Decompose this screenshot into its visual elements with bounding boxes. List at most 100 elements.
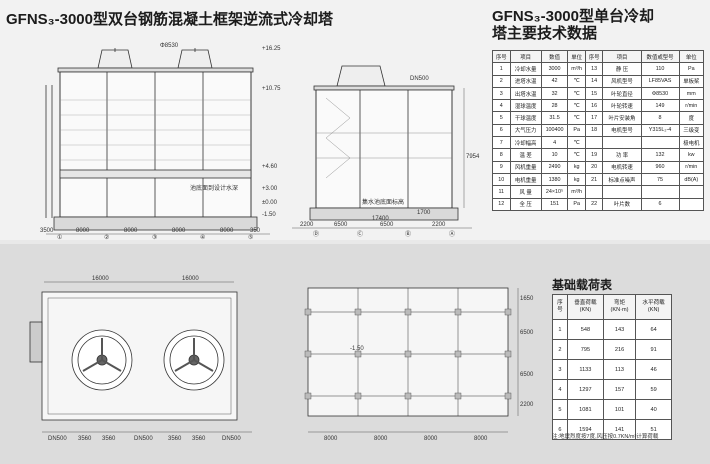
load-row-cell: 795 [566, 339, 604, 360]
spec-row-cell: 28 [540, 99, 569, 113]
spec-row-cell: 14 [584, 74, 604, 88]
spec-row-cell: 3000 [540, 62, 569, 76]
spec-row-cell: 151 [540, 197, 569, 211]
load-row-cell: 2 [552, 339, 568, 360]
spec-row-cell [584, 136, 604, 150]
total-width-label: 17400 [372, 216, 389, 222]
spec-row-cell: Pa [678, 62, 705, 76]
spec-row-cell: dB(A) [678, 172, 705, 187]
dimension-label: 6500 [380, 222, 394, 228]
level-label: ±0.00 [262, 200, 278, 206]
spec-row-cell: 9 [492, 160, 511, 174]
spec-row-cell: 温 差 [509, 148, 542, 162]
spec-row-cell: 15 [584, 86, 604, 101]
spec-row-cell: 21 [584, 172, 604, 187]
spec-header-cell: 序号 [492, 49, 511, 64]
load-row-cell: 64 [635, 319, 672, 340]
spec-row-cell: mm [678, 86, 705, 101]
spec-row-cell: 17 [584, 111, 604, 125]
spec-row-cell: 24×10⁵ [540, 185, 569, 199]
spec-header-cell: 序号 [584, 49, 604, 64]
spec-title-line1: GFNS₃-3000型单台冷却 [492, 8, 654, 25]
spec-row-cell: ℃ [567, 74, 586, 88]
level-label: -1.50 [262, 212, 276, 218]
axis-marker: ③ [152, 234, 157, 240]
spec-row-cell: kw [678, 148, 705, 162]
spec-row-cell: 42 [540, 74, 569, 88]
axis-marker: Ⓒ [357, 230, 363, 238]
spec-row-cell: 电机重量 [509, 172, 542, 187]
load-row-cell: 51 [635, 419, 672, 440]
load-row-cell: 91 [635, 339, 672, 360]
load-row-cell: 1594 [566, 419, 604, 440]
dimension-label: 6500 [520, 330, 534, 336]
dimension-label: 1650 [520, 296, 534, 302]
spec-row-cell: 3 [492, 86, 511, 101]
dimension-label: 8000 [172, 228, 186, 234]
spec-row-cell: r/min [678, 99, 705, 113]
spec-row-cell: 冷却幅高 [509, 136, 542, 150]
load-row-cell: 1133 [566, 359, 604, 380]
load-row-cell: 5 [552, 399, 568, 420]
spec-row-cell: m³/h [567, 185, 586, 199]
dimension-label: 8000 [374, 436, 388, 442]
front-elevation: Φ8530 +16.25 +10.75 +4.60 +3.00 ±0.00 -1… [40, 43, 281, 240]
dimension-label: 3560 [78, 436, 92, 442]
spec-row-cell: 13 [584, 62, 604, 76]
spec-row-cell: 31.5 [540, 111, 569, 125]
dimension-label: 16000 [182, 276, 199, 282]
spec-row-cell: m³/h [567, 62, 586, 76]
spec-row-cell: 进塔水温 [509, 74, 542, 88]
drawing-title: GFNS₃-3000型双台钢筋混凝土框架逆流式冷却塔 [6, 11, 333, 28]
dimension-label: 2200 [300, 222, 314, 228]
spec-row-cell: 16 [584, 99, 604, 113]
spec-row-cell: ℃ [567, 136, 586, 150]
axis-marker: ④ [200, 234, 205, 240]
spec-row-cell: kg [567, 160, 586, 174]
load-row-cell: 1081 [566, 399, 604, 420]
level-label: -1.50 [350, 346, 364, 352]
spec-row-cell: 149 [640, 99, 680, 113]
load-row-cell: 1 [552, 319, 568, 340]
spec-row-cell: 19 [584, 148, 604, 162]
basin-note: 集水池底面标高 [362, 198, 404, 206]
spec-row-cell: 4 [540, 136, 569, 150]
spec-row-cell: 5 [492, 111, 511, 125]
plan-view: 16000 16000 DN500 3560 3560 DN500 3560 3… [29, 276, 252, 442]
spec-row-cell [678, 197, 705, 211]
load-row-cell: 216 [602, 339, 637, 360]
spec-row-cell: 叶片安装角 [602, 111, 642, 125]
spec-row-cell: 2 [492, 74, 511, 88]
spec-row-cell [584, 185, 604, 199]
dimension-label: DN500 [134, 436, 153, 442]
spec-title-line2: 塔主要技术数据 [492, 25, 598, 42]
dimension-label: 8000 [76, 228, 90, 234]
spec-row-cell: 湿球温度 [509, 99, 542, 113]
spec-row-cell: Y315L₂-4 [640, 123, 680, 138]
dimension-label: 2200 [520, 402, 534, 408]
load-note: 注:地震烈度按7度,风压按0.7KN/m²计算荷载 [552, 434, 659, 440]
spec-row-cell: ℃ [567, 148, 586, 162]
dimension-label: 8000 [324, 436, 338, 442]
spec-row-cell: 4 [492, 99, 511, 113]
side-elevation: DN500 7954 1700 集水池底面标高 17400 2200 6500 … [292, 65, 480, 238]
axis-marker: ② [104, 234, 109, 240]
spec-row-cell: 静 压 [602, 62, 642, 76]
spec-row-cell: 10 [492, 172, 511, 187]
spec-row-cell: 叶片数 [602, 197, 642, 211]
spec-row-cell: 干球温度 [509, 111, 542, 125]
spec-row-cell: 32 [540, 86, 569, 101]
